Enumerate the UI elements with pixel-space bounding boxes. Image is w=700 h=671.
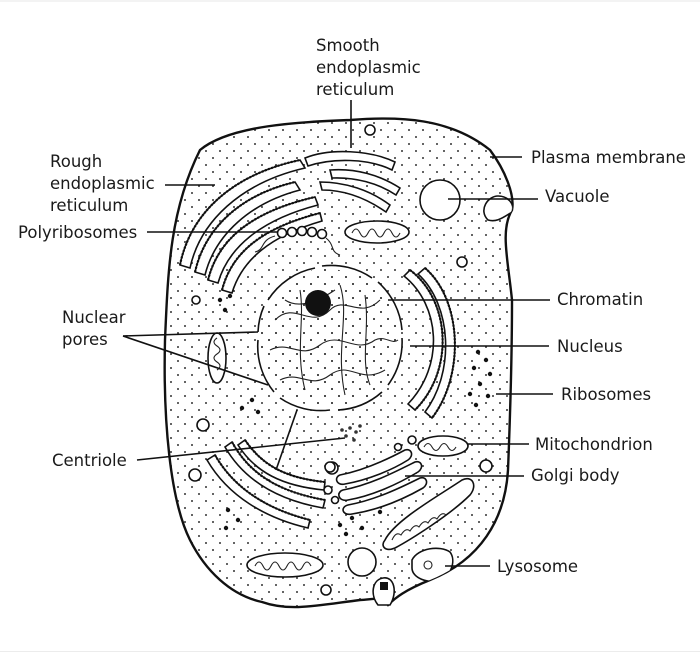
labels: Smooth endoplasmic reticulum Rough endop… — [18, 36, 686, 576]
label-rough-er-line2: endoplasmic — [50, 174, 155, 193]
polyribosomes-shape — [254, 225, 341, 256]
vesicles-shape — [188, 124, 493, 596]
label-golgi-body: Golgi body — [531, 466, 620, 485]
label-smooth-er-line2: endoplasmic — [316, 58, 421, 77]
bottom-divider — [0, 651, 700, 652]
label-rough-er-line3: reticulum — [50, 196, 128, 215]
label-polyribosomes: Polyribosomes — [18, 223, 137, 242]
rough-er-right-shape — [402, 266, 456, 420]
mitochondrion-bottom-shape — [246, 552, 324, 578]
label-ribosomes: Ribosomes — [561, 385, 651, 404]
label-mitochondrion: Mitochondrion — [535, 435, 653, 454]
mitochondrion-left-shape — [207, 332, 227, 384]
label-chromatin: Chromatin — [557, 290, 643, 309]
mitochondrion-top-shape — [344, 220, 410, 244]
label-lysosome: Lysosome — [497, 557, 578, 576]
vacuole-shape — [419, 179, 513, 222]
smooth-er-shape — [303, 150, 402, 214]
lysosome-shape — [411, 547, 454, 583]
mitochondrion-right-shape — [417, 435, 469, 457]
mitochondrion-lower-right-shape — [382, 477, 475, 551]
rough-er-shape — [178, 158, 323, 294]
endocytic-vesicle-shape — [372, 577, 395, 606]
label-vacuole: Vacuole — [545, 187, 609, 206]
label-smooth-er-line1: Smooth — [316, 36, 380, 55]
ribosomes-shape — [217, 293, 493, 537]
top-divider — [0, 0, 700, 2]
label-nucleus: Nucleus — [557, 337, 623, 356]
label-plasma-membrane: Plasma membrane — [531, 148, 686, 167]
label-smooth-er-line3: reticulum — [316, 80, 394, 99]
nucleus-shape — [256, 264, 403, 412]
label-nuclear-pores-line1: Nuclear — [62, 308, 126, 327]
centriole-shape — [340, 424, 362, 442]
rough-er-bottom-shape — [205, 438, 326, 529]
leader-lines — [122, 100, 553, 567]
label-nuclear-pores-line2: pores — [62, 330, 108, 349]
label-rough-er-line1: Rough — [50, 152, 102, 171]
label-centriole: Centriole — [52, 451, 127, 470]
